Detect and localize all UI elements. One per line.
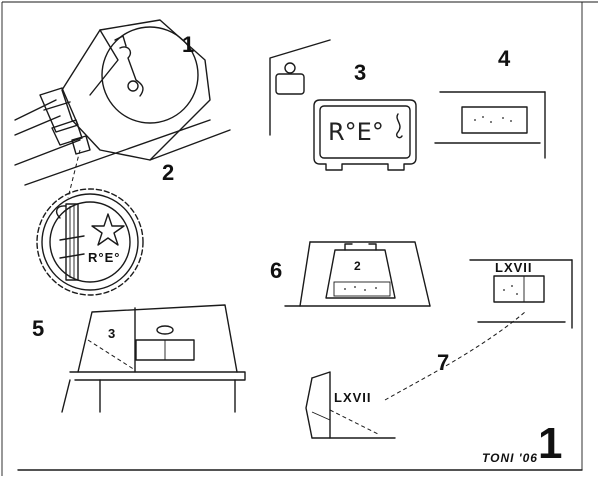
callout-7: 7: [437, 350, 449, 375]
sheet-number: 1: [538, 419, 562, 468]
seal-emblem: [36, 188, 144, 296]
unit-marking-lower: LXVII: [334, 390, 372, 405]
unit-marking-upper: LXVII: [495, 260, 533, 275]
callout-6: 6: [270, 258, 282, 283]
detail-7-lower-panel: [305, 371, 396, 439]
registration-lettering: R°E°: [328, 118, 384, 146]
detail-6-front-plate: [284, 241, 431, 307]
seal-lettering: R°E°: [88, 250, 120, 265]
callout-2-small: 2: [354, 259, 361, 273]
callout-5: 5: [32, 316, 44, 341]
callout-2: 2: [162, 160, 174, 185]
callout-3: 3: [354, 60, 366, 85]
leader-1-to-seal: [67, 149, 81, 199]
detail-4-rear-panel: [434, 91, 546, 159]
callout-4: 4: [498, 46, 511, 71]
callout-3-small: 3: [108, 326, 115, 341]
detail-3-context: [269, 39, 331, 136]
artist-signature: TONI '06: [482, 451, 538, 465]
leader-7: [384, 311, 526, 401]
detail-5-hull-side: [61, 304, 246, 413]
callout-1: 1: [182, 32, 194, 57]
detail-1-turret: [14, 19, 231, 186]
detail-7-upper-panel: [469, 259, 573, 329]
registration-plate: [313, 99, 417, 171]
